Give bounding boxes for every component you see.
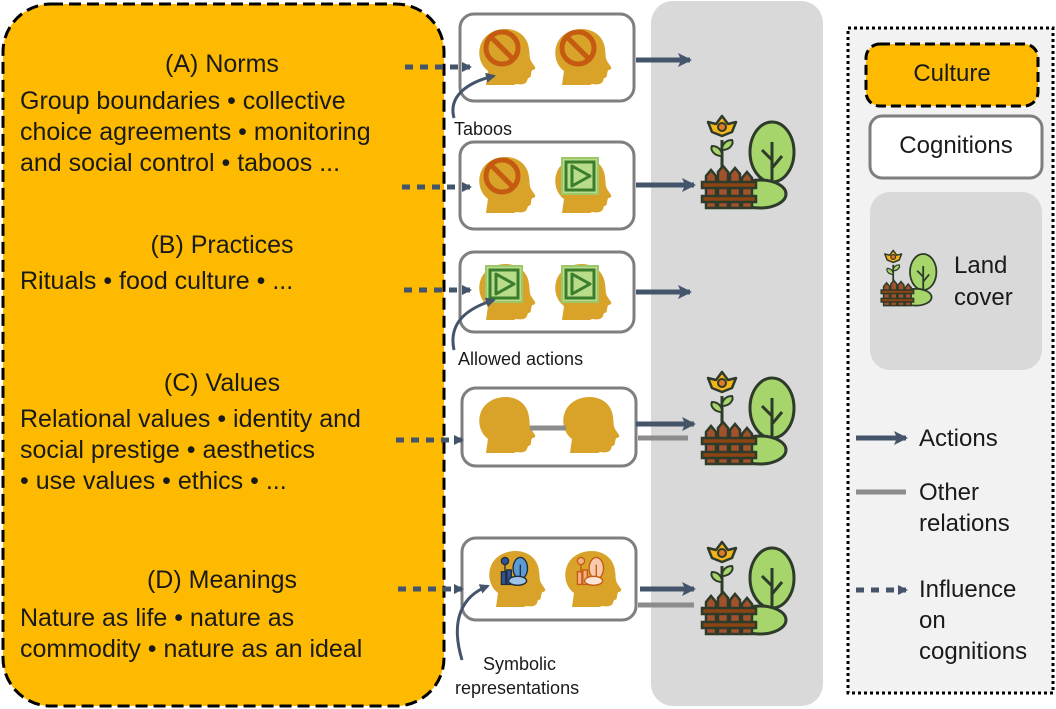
other-relation-lines [638, 435, 694, 608]
legend-land-cover-label-2: cover [954, 284, 1013, 311]
action-arrows [636, 53, 696, 596]
legend-other-relations-label-1: Other [919, 479, 980, 506]
section-title-practices: (B) Practices [150, 231, 294, 259]
section-line: and social control • taboos ... [20, 149, 341, 177]
cognition-box-a2 [458, 140, 636, 231]
section-line: Group boundaries • collective [20, 87, 346, 115]
legend-influence-label-2: on [919, 607, 946, 634]
play-icon [560, 156, 600, 196]
legend-land-cover-swatch [870, 192, 1042, 370]
legend-actions-label: Actions [919, 425, 998, 452]
section-line: Relational values • identity and [20, 405, 361, 433]
cognition-box-b [458, 250, 636, 334]
caption-taboos: Taboos [454, 119, 513, 139]
section-line: social prestige • aesthetics [20, 436, 316, 464]
section-line: Rituals • food culture • ... [20, 267, 294, 295]
legend-other-relations-label-2: relations [919, 510, 1010, 537]
symbol-icon [576, 556, 605, 586]
cognition-box-a1 [458, 12, 636, 103]
annotation-arrows [451, 72, 496, 661]
section-line: commodity • nature as an ideal [20, 635, 363, 663]
legend-cognitions-swatch [868, 114, 1044, 180]
section-title-values: (C) Values [163, 369, 281, 397]
play-icon [484, 264, 524, 304]
play-icon [560, 264, 600, 304]
section-title-norms: (A) Norms [165, 50, 279, 78]
section-body-norms: Group boundaries • collective choice agr… [20, 86, 371, 179]
section-body-values: Relational values • identity and social … [20, 404, 361, 497]
section-body-meanings: Nature as life • nature as commodity • n… [20, 603, 362, 665]
legend-culture-label: Culture [913, 60, 991, 87]
section-line: • use values • ethics • ... [20, 467, 287, 495]
section-body-practices: Rituals • food culture • ... [20, 266, 293, 297]
legend-land-cover-label-1: Land [954, 252, 1008, 279]
legend-influence-label-3: cognitions [919, 638, 1028, 665]
caption-symbolic-2: representations [455, 678, 580, 698]
cognition-box-c [460, 386, 638, 468]
section-line: choice agreements • monitoring [20, 118, 371, 146]
influence-arrows [396, 62, 472, 594]
cognition-box-d [460, 536, 638, 622]
caption-symbolic-1: Symbolic [483, 654, 557, 674]
culture-panel [1, 2, 446, 708]
legend-cognitions-label: Cognitions [899, 132, 1013, 159]
caption-allowed-actions: Allowed actions [458, 349, 584, 369]
legend-culture-swatch [864, 42, 1040, 108]
section-title-meanings: (D) Meanings [146, 566, 298, 594]
legend-influence-label-1: Influence [919, 576, 1017, 603]
section-line: Nature as life • nature as [20, 604, 295, 632]
symbol-icon [500, 556, 529, 586]
